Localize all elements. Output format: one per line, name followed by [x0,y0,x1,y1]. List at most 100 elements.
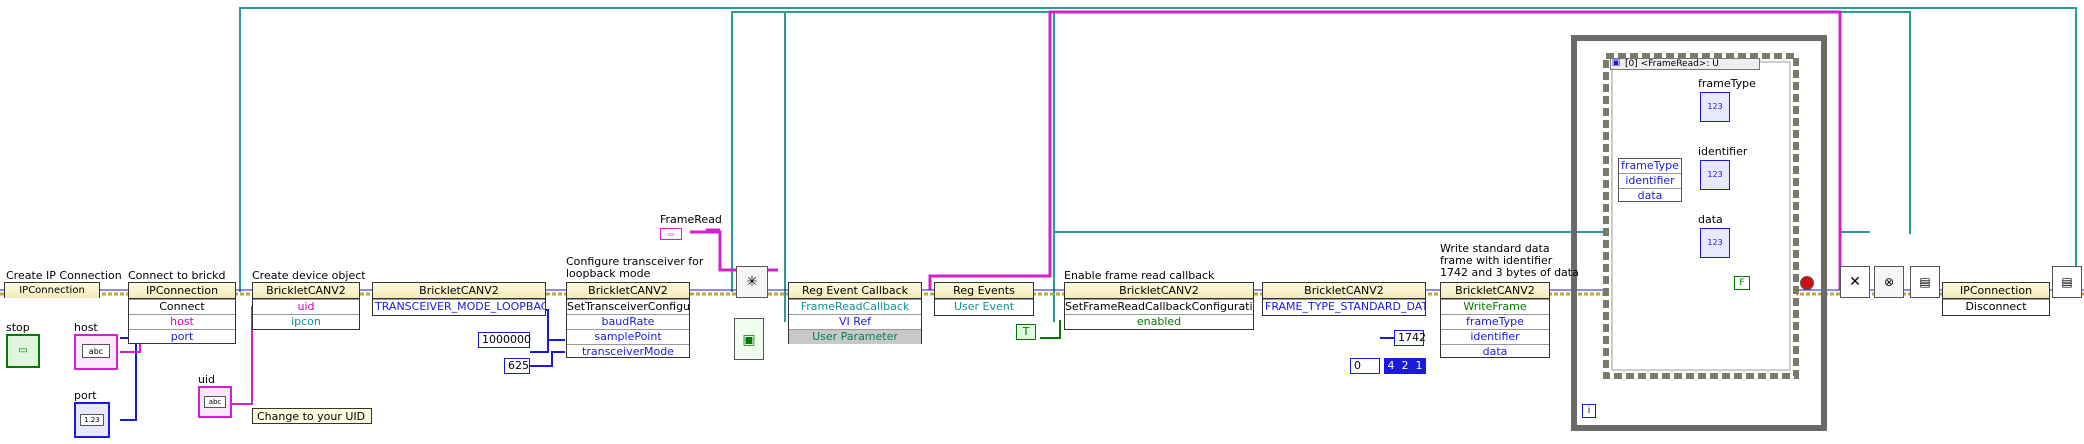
close-ipcon-icon: ▤ [2061,275,2073,289]
reg-events-node[interactable]: Reg Events User Event [934,282,1034,316]
label-host: host [74,321,98,334]
write-frametype-terminal: frameType [1441,314,1549,329]
label-port: port [74,389,97,402]
label-connect-brickd: Connect to brickd [128,269,226,282]
vi-ref-terminal: VI Ref [789,314,921,329]
uid-control-icon: abc [204,396,226,408]
set-transceiver-node[interactable]: BrickletCANV2 SetTransceiverConfiguratio… [566,282,690,358]
label-write-frame-1: Write standard data [1440,242,1550,255]
set-frame-callback-node[interactable]: BrickletCANV2 SetFrameReadCallbackConfig… [1064,282,1254,330]
ipconnection-disconnect-node[interactable]: IPConnection Disconnect [1942,282,2050,316]
frametype-indicator-label: frameType [1698,77,1756,90]
data-indicator[interactable]: 123 [1700,228,1730,258]
event-case-icon: ▣ [1611,58,1621,68]
connect-port-terminal: port [129,329,235,344]
frametype-indicator-glyph: 123 [1707,102,1723,111]
reg-events-header: Reg Events [935,283,1033,299]
this-vi-reference[interactable]: ▣ [734,318,764,360]
data-byte-1[interactable]: 1 [1412,358,1426,374]
label-write-frame-2: frame with identifier [1440,254,1553,267]
data-indicator-label: data [1698,213,1723,226]
host-control-icon: abc [82,344,110,358]
loop-iteration-terminal: i [1582,404,1596,418]
unregister-events-node[interactable]: ✕ [1840,266,1870,298]
bricklet-property-node-4[interactable]: BrickletCANV2 FRAME_TYPE_STANDARD_DATA [1262,282,1426,316]
bricklet-3-header: BrickletCANV2 [1065,283,1253,299]
set-frame-cfg-method: SetFrameReadCallbackConfiguration [1065,299,1253,313]
reg-event-callback-header: Reg Event Callback [789,283,921,299]
array-index-constant[interactable]: 0 [1350,358,1380,374]
unbundle-data: data [1619,188,1681,203]
data-byte-2[interactable]: 2 [1398,358,1412,374]
framereadcallback-terminal[interactable]: FrameReadCallback [789,299,921,314]
frameread-refnum[interactable]: ▭ [660,228,682,240]
transceivermode-terminal: transceiverMode [567,344,689,359]
unbundle-identifier: identifier [1619,173,1681,188]
stop-button-icon: ▭ [18,345,28,356]
identifier-constant[interactable]: 1742 [1394,330,1426,346]
bricklet-create-header: BrickletCANV2 [253,283,359,299]
destroy-event-icon: ⊗ [1883,275,1895,289]
close-reference-node[interactable]: ▤ [1910,266,1940,298]
connect-method: Connect [129,299,235,314]
write-identifier-terminal: identifier [1441,329,1549,344]
connect-host-terminal: host [129,314,235,329]
teal-ref-wires [239,7,2077,322]
set-transceiver-method: SetTransceiverConfiguration [567,299,689,314]
stop-condition-icon [1800,276,1814,290]
baudrate-constant[interactable]: 1000000 [478,332,531,348]
frameread-refnum-icon: ▭ [667,230,675,238]
identifier-indicator-glyph: 123 [1707,170,1723,179]
ipconnection-connect-header: IPConnection [129,283,235,299]
create-user-event[interactable]: ✳ [736,266,768,298]
label-stop: stop [6,321,30,334]
loop-stop-constant[interactable]: F [1734,276,1750,290]
uid-comment: Change to your UID [252,408,372,424]
bricklet-property-node-1[interactable]: BrickletCANV2 TRANSCEIVER_MODE_LOOPBACK [372,282,546,316]
label-create-ip: Create IP Connection [6,269,122,282]
identifier-indicator-label: identifier [1698,145,1748,158]
unbundle-frametype: frameType [1621,159,1679,172]
port-control-icon: 1.23 [80,414,104,426]
stop-button-terminal[interactable]: ▭ [6,334,40,368]
identifier-indicator[interactable]: 123 [1700,160,1730,190]
baudrate-terminal: baudRate [567,314,689,329]
event-case-selector[interactable]: [0] <FrameRead>: U [1610,58,1760,70]
green-bool-wire [1040,320,1061,339]
port-control[interactable]: 1.23 [74,402,110,438]
data-indicator-glyph: 123 [1707,238,1723,247]
true-constant[interactable]: T [1016,324,1036,340]
host-control[interactable]: abc [74,334,118,370]
destroy-user-event-node[interactable]: ⊗ [1874,266,1904,298]
close-ipcon-node[interactable]: ▤ [2052,266,2082,298]
label-configure-transceiver: Configure transceiver for [566,255,704,268]
create-ipconnection-node[interactable]: IPConnection [4,282,100,298]
write-frame-node[interactable]: BrickletCANV2 WriteFrame frameType ident… [1440,282,1550,358]
reg-event-callback-node[interactable]: Reg Event Callback FrameReadCallback VI … [788,282,922,344]
ipconnection-disconnect-header: IPConnection [1943,283,2049,299]
bricklet-1-header: BrickletCANV2 [373,283,545,299]
uid-control[interactable]: abc [198,386,232,418]
vi-icon: ▣ [742,332,756,348]
write-frame-method: WriteFrame [1441,299,1549,314]
data-byte-4[interactable]: 4 [1384,358,1398,374]
user-parameter-terminal: User Parameter [789,329,921,344]
label-configure-transceiver-2: loopback mode [566,267,651,280]
unbundle-by-name[interactable]: frameType identifier data [1618,158,1682,202]
label-enable-callback: Enable frame read callback [1064,269,1215,282]
frameread-wire [700,230,722,270]
samplepoint-constant[interactable]: 625 [504,358,530,374]
frametype-indicator[interactable]: 123 [1700,92,1730,122]
enabled-terminal: enabled [1065,314,1253,329]
user-event-terminal[interactable]: User Event [935,299,1033,314]
label-create-device: Create device object [252,269,366,282]
unregister-icon: ✕ [1849,274,1861,290]
ipconnection-connect-node[interactable]: IPConnection Connect host port [128,282,236,344]
create-ipcon-terminal: ipcon [253,314,359,329]
close-reference-icon: ▤ [1919,275,1931,289]
loopback-constant: TRANSCEIVER_MODE_LOOPBACK [373,299,545,313]
user-event-icon: ✳ [746,274,758,290]
bricklet-create-node[interactable]: BrickletCANV2 uid ipcon [252,282,360,330]
samplepoint-terminal: samplePoint [567,329,689,344]
